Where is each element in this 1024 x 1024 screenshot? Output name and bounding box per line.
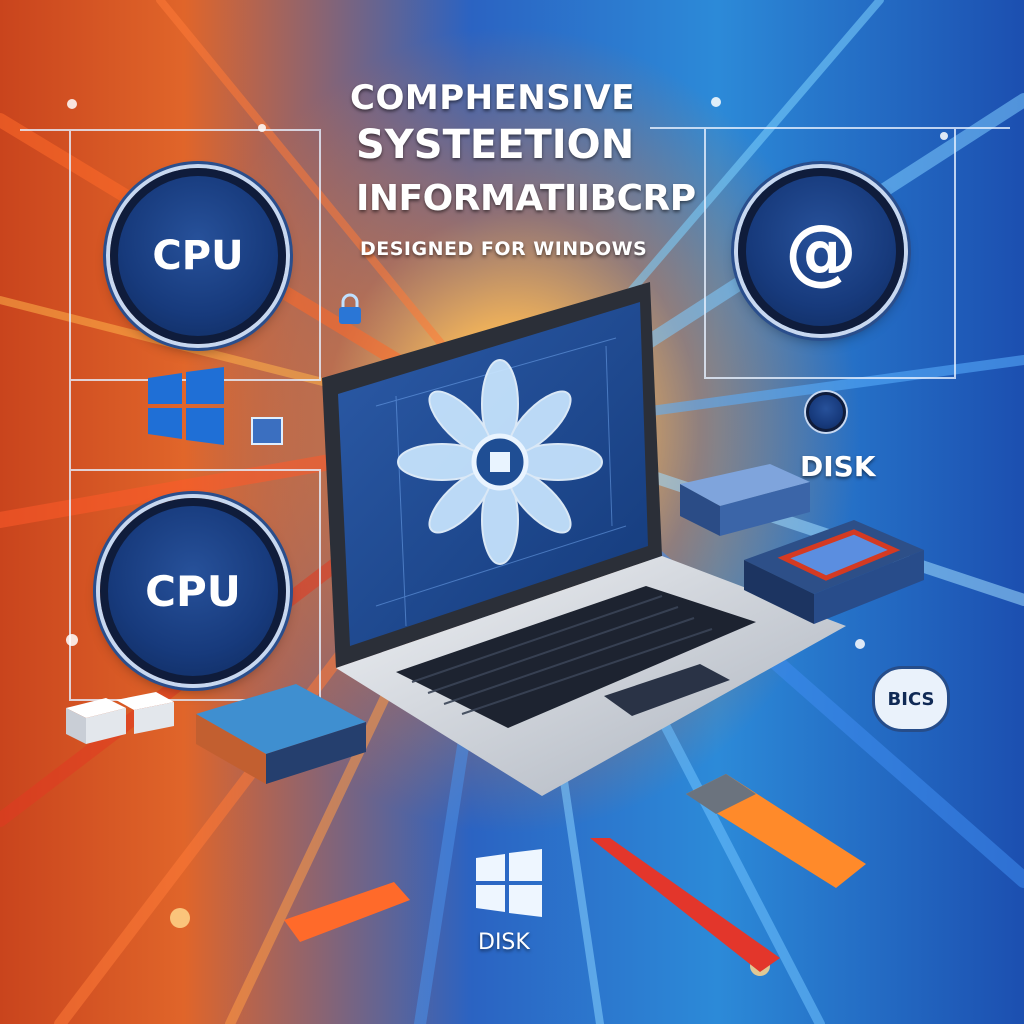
- processor-chip-icon: [744, 520, 924, 624]
- disk-icon-badge: [806, 392, 846, 432]
- lock-icon: [339, 293, 361, 324]
- cpu-label-top: CPU: [152, 233, 244, 279]
- at-symbol: @: [785, 209, 857, 293]
- cpu-badge-bottom: CPU: [100, 498, 286, 684]
- title-line-1: COMPHENSIVE: [350, 78, 635, 118]
- at-badge: @: [738, 168, 904, 334]
- fan-icon: [397, 359, 603, 565]
- disk-label-right: DISK: [800, 450, 876, 483]
- cpu-label-bottom: CPU: [145, 566, 241, 616]
- bics-label: BICS: [887, 688, 935, 710]
- pen-icon: [686, 774, 866, 888]
- bics-badge: BICS: [872, 666, 950, 732]
- cube-icon: [66, 692, 174, 744]
- windows-logo-icon: [476, 849, 542, 917]
- subtitle: DESIGNED FOR WINDOWS: [360, 238, 648, 260]
- windows-logo-icon: [148, 367, 224, 445]
- disk-label-bottom: DISK: [478, 930, 530, 955]
- memory-module-icon: [196, 684, 366, 784]
- title-line-3: INFORMATIIBCRP: [356, 178, 696, 219]
- chip-icon: [251, 417, 283, 445]
- marker-icon: [284, 882, 410, 942]
- cpu-badge-top: CPU: [110, 168, 286, 344]
- laptop-icon: [322, 282, 846, 796]
- pencil-icon: [590, 838, 780, 972]
- storage-drive-icon: [680, 464, 810, 536]
- title-line-2: SYSTEETION: [356, 122, 635, 168]
